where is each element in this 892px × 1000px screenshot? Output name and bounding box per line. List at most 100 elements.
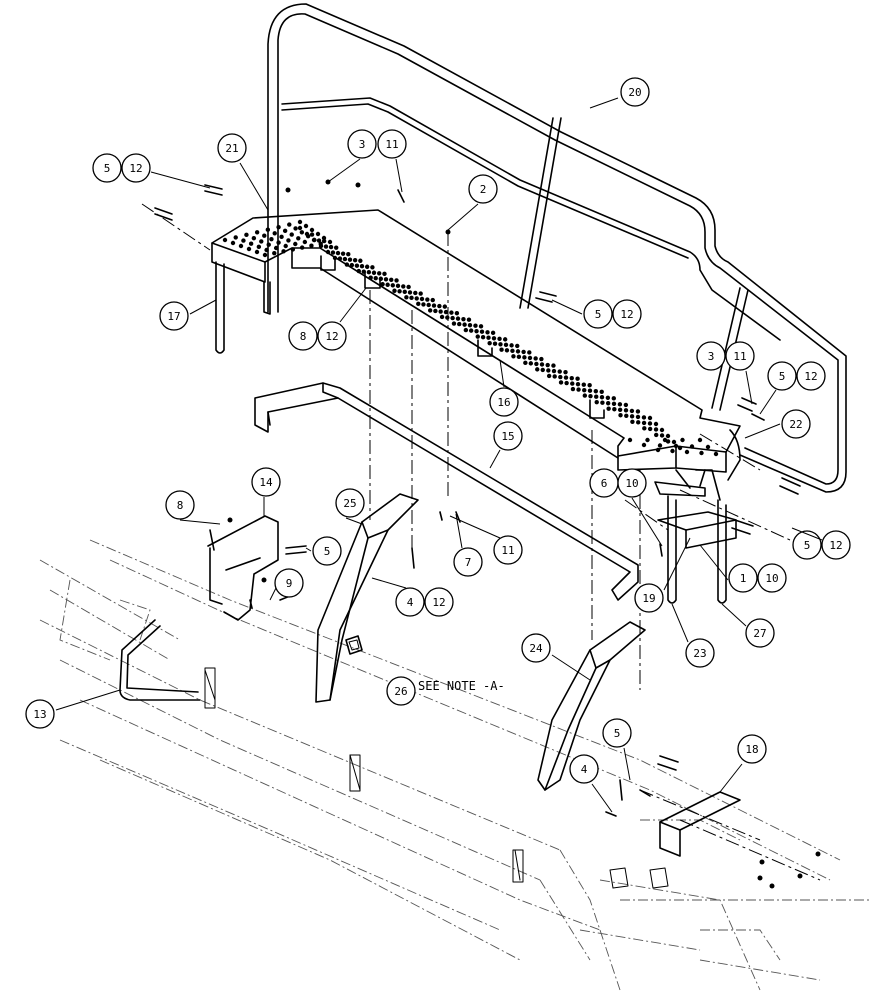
svg-text:6: 6: [601, 477, 608, 490]
callout-12: 12: [424, 587, 454, 617]
callout-5: 5: [92, 153, 122, 183]
center-lines: [141, 203, 821, 881]
callout-7: 7: [453, 547, 483, 577]
svg-text:12: 12: [829, 539, 842, 552]
callout-5: 5: [767, 361, 797, 391]
svg-text:5: 5: [804, 539, 811, 552]
leader-line: [489, 449, 501, 469]
svg-text:26: 26: [394, 685, 407, 698]
svg-text:27: 27: [753, 627, 766, 640]
leader-line: [345, 517, 363, 525]
platform-holes: [222, 219, 719, 457]
fasteners: [154, 179, 821, 889]
svg-text:24: 24: [529, 642, 543, 655]
leader-line: [623, 747, 631, 781]
callout-8: 8: [288, 321, 318, 351]
leader-line: [589, 97, 619, 109]
svg-text:5: 5: [324, 545, 331, 558]
bracket-25: [315, 493, 419, 703]
leader-line: [759, 389, 777, 415]
svg-text:19: 19: [642, 592, 655, 605]
svg-text:20: 20: [628, 86, 641, 99]
callout-9: 9: [274, 568, 304, 598]
svg-text:10: 10: [625, 477, 638, 490]
leader-line: [189, 299, 217, 315]
callout-17: 17: [159, 301, 189, 331]
leader-line: [719, 763, 743, 793]
leader-line: [371, 577, 407, 589]
callout-13: 13: [25, 699, 55, 729]
callout-4: 4: [395, 587, 425, 617]
svg-text:11: 11: [385, 138, 398, 151]
chassis-frame: [39, 539, 870, 991]
note-text: SEE NOTE -A-: [418, 679, 505, 693]
leader-line: [449, 515, 501, 539]
callout-26: 26: [386, 676, 416, 706]
leader-line: [551, 654, 591, 681]
leader-line: [721, 603, 747, 627]
bracket-14: [207, 515, 279, 621]
svg-text:12: 12: [432, 596, 445, 609]
svg-text:3: 3: [708, 350, 715, 363]
callout-5: 5: [792, 530, 822, 560]
leader-line: [631, 497, 663, 547]
callout-19: 19: [634, 583, 664, 613]
svg-text:17: 17: [167, 310, 180, 323]
handrail: [267, 3, 847, 493]
svg-text:8: 8: [300, 330, 307, 343]
svg-text:21: 21: [225, 142, 238, 155]
callout-12: 12: [612, 299, 642, 329]
callout-11: 11: [725, 341, 755, 371]
svg-text:25: 25: [343, 497, 356, 510]
callout-10: 10: [617, 468, 647, 498]
callout-11: 11: [377, 129, 407, 159]
channel-15: [254, 382, 639, 601]
platform-legs: [215, 255, 605, 419]
leader-line: [551, 299, 583, 315]
leader-line: [499, 359, 505, 388]
leader-line: [327, 158, 361, 183]
callout-11: 11: [493, 535, 523, 565]
svg-text:12: 12: [129, 162, 142, 175]
svg-text:14: 14: [259, 476, 273, 489]
bracket-24: [537, 621, 646, 791]
callout-2: 2: [468, 174, 498, 204]
leader-line: [447, 203, 479, 231]
svg-text:13: 13: [33, 708, 46, 721]
callout-12: 12: [317, 321, 347, 351]
leader-line: [150, 171, 211, 189]
leader-line: [744, 423, 781, 439]
callout-20: 20: [620, 77, 650, 107]
callout-1: 1: [728, 563, 758, 593]
leader-line: [455, 513, 463, 549]
leader-line: [699, 544, 729, 581]
callout-22: 22: [781, 409, 811, 439]
callout-5: 5: [583, 299, 613, 329]
callout-14: 14: [251, 467, 281, 497]
u-bolt-13: [119, 619, 201, 701]
leader-line: [339, 287, 367, 323]
leader-line: [269, 587, 277, 601]
svg-text:12: 12: [620, 308, 633, 321]
callout-6: 6: [589, 468, 619, 498]
svg-text:15: 15: [501, 430, 514, 443]
callout-5: 5: [312, 536, 342, 566]
svg-text:5: 5: [779, 370, 786, 383]
leader-line: [745, 370, 753, 405]
callout-16: 16: [489, 387, 519, 417]
callout-27: 27: [745, 618, 775, 648]
svg-text:11: 11: [501, 544, 514, 557]
callout-4: 4: [569, 754, 599, 784]
svg-text:12: 12: [804, 370, 817, 383]
leader-line: [791, 527, 823, 541]
leader-line: [305, 547, 312, 552]
svg-text:22: 22: [789, 418, 802, 431]
svg-text:2: 2: [480, 183, 487, 196]
callout-24: 24: [521, 633, 551, 663]
callout-12: 12: [821, 530, 851, 560]
svg-text:7: 7: [465, 556, 472, 569]
svg-text:4: 4: [581, 763, 588, 776]
callout-5: 5: [602, 718, 632, 748]
callout-8: 8: [165, 490, 195, 520]
